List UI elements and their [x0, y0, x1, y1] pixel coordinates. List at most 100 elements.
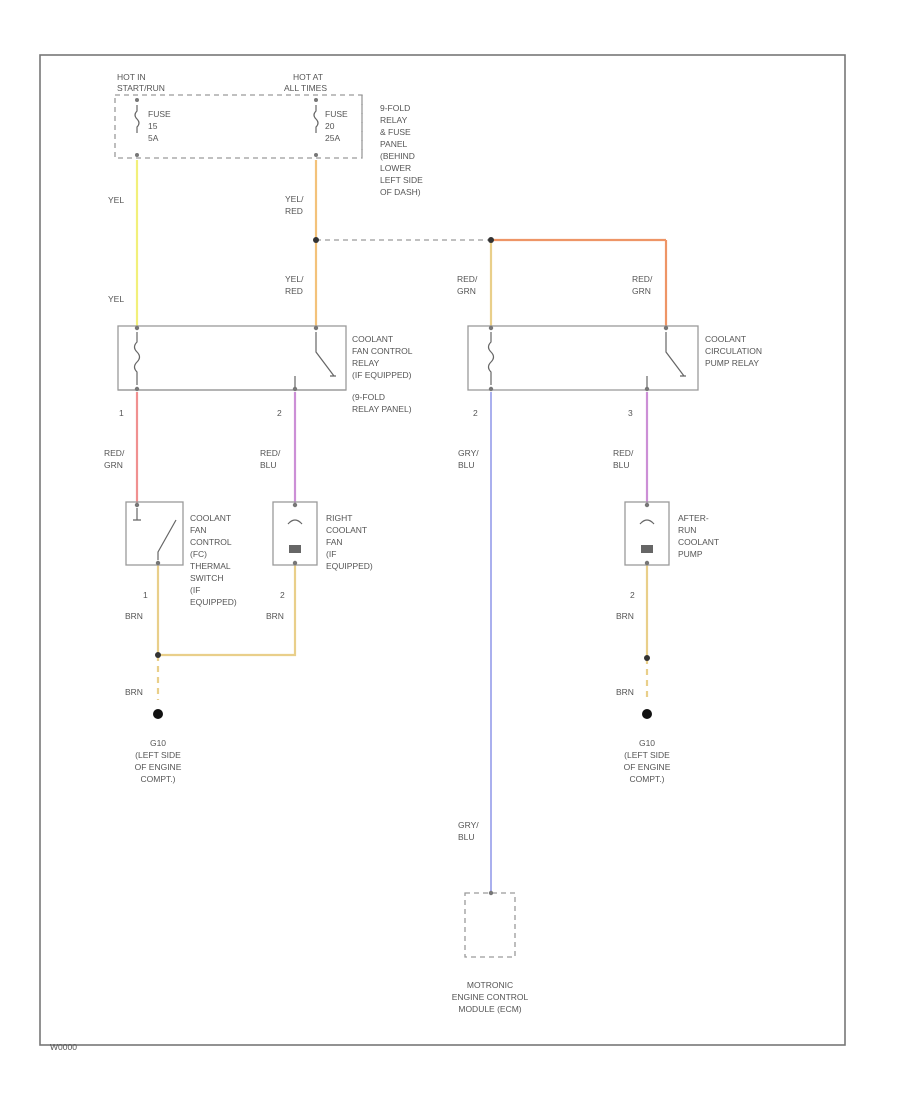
- svg-text:COOLANT: COOLANT: [352, 334, 393, 344]
- after-run-pump-box: [624, 501, 670, 566]
- svg-text:MOTRONIC: MOTRONIC: [467, 980, 513, 990]
- fuse-15-label-2: 15: [148, 121, 158, 131]
- svg-text:MODULE (ECM): MODULE (ECM): [458, 1004, 521, 1014]
- pin-fan-relay-2: 2: [277, 408, 282, 418]
- svg-text:EQUIPPED): EQUIPPED): [190, 597, 237, 607]
- pump-terminal-bottom: [644, 560, 650, 566]
- ecm-terminal: [488, 890, 494, 896]
- pump-relay-terminal-b: [488, 386, 494, 392]
- svg-text:COMPT.): COMPT.): [630, 774, 665, 784]
- pump-relay-terminal-d: [644, 386, 650, 392]
- wire-label-yel-red-2b: RED: [285, 286, 303, 296]
- frame-id: W0000: [50, 1042, 77, 1052]
- thermal-switch-box: [125, 501, 184, 566]
- svg-text:OF ENGINE: OF ENGINE: [135, 762, 182, 772]
- svg-text:LOWER: LOWER: [380, 163, 411, 173]
- svg-text:RELAY: RELAY: [352, 358, 380, 368]
- ground-right-label: G10 (LEFT SIDE OF ENGINE COMPT.): [624, 738, 671, 784]
- ground-left-label: G10 (LEFT SIDE OF ENGINE COMPT.): [135, 738, 182, 784]
- svg-text:FAN: FAN: [326, 537, 343, 547]
- svg-text:RUN: RUN: [678, 525, 696, 535]
- thermal-switch-contact: [133, 508, 177, 560]
- wire-label-yel-2: YEL: [108, 294, 124, 304]
- hot-at-all-times-line1: HOT AT: [293, 72, 323, 82]
- hot-in-start-run-line2: START/RUN: [117, 83, 165, 93]
- svg-text:PUMP: PUMP: [678, 549, 703, 559]
- svg-text:OF ENGINE: OF ENGINE: [624, 762, 671, 772]
- right-fan-terminal-bottom: [292, 560, 298, 566]
- svg-text:(IF: (IF: [190, 585, 200, 595]
- fuse-15-bottom-terminal: [135, 153, 139, 157]
- svg-text:RELAY: RELAY: [380, 115, 408, 125]
- thermal-switch-terminal-bottom: [155, 560, 161, 566]
- pin-thermal-1: 1: [143, 590, 148, 600]
- relay-panel-note: 9-FOLD RELAY & FUSE PANEL (BEHIND LOWER …: [380, 103, 423, 197]
- fan-relay-switch: [315, 332, 336, 377]
- svg-text:(IF: (IF: [326, 549, 336, 559]
- svg-text:COMPT.): COMPT.): [141, 774, 176, 784]
- wire-label-red-blu-pump-b: BLU: [613, 460, 630, 470]
- wire-label-yel-1: YEL: [108, 195, 124, 205]
- fan-relay-coil: [133, 332, 141, 385]
- pump-terminal-top: [644, 502, 650, 508]
- wire-brn-2: [158, 565, 297, 657]
- wire-label-gry-blu-2a: GRY/: [458, 820, 479, 830]
- pump-relay-switch: [665, 332, 686, 377]
- svg-text:(IF EQUIPPED): (IF EQUIPPED): [352, 370, 412, 380]
- svg-text:RELAY PANEL): RELAY PANEL): [352, 404, 412, 414]
- hot-in-start-run-line1: HOT IN: [117, 72, 146, 82]
- svg-text:OF DASH): OF DASH): [380, 187, 421, 197]
- ground-right-icon: [642, 709, 652, 719]
- pump-relay-coil: [487, 332, 495, 385]
- thermal-switch-terminal-top: [134, 502, 140, 508]
- fuse-15-label-3: 5A: [148, 133, 159, 143]
- svg-text:(LEFT SIDE: (LEFT SIDE: [135, 750, 181, 760]
- pump-motor-body: [641, 545, 653, 553]
- svg-text:COOLANT: COOLANT: [678, 537, 719, 547]
- pin-pump-relay-2: 2: [473, 408, 478, 418]
- pump-relay-terminal-a: [488, 325, 494, 331]
- pin-fan-2: 2: [280, 590, 285, 600]
- fan-relay-label: COOLANT FAN CONTROL RELAY (IF EQUIPPED) …: [352, 334, 413, 414]
- svg-text:EQUIPPED): EQUIPPED): [326, 561, 373, 571]
- right-coolant-fan-box: [272, 501, 318, 566]
- svg-text:SWITCH: SWITCH: [190, 573, 224, 583]
- svg-text:FAN: FAN: [190, 525, 207, 535]
- wire-label-yel-red-1b: RED: [285, 206, 303, 216]
- right-fan-terminal-top: [292, 502, 298, 508]
- wire-label-red-blu-fan-b: BLU: [260, 460, 277, 470]
- wire-label-red-grn-fan-a: RED/: [104, 448, 125, 458]
- right-fan-motor-body: [289, 545, 301, 553]
- svg-text:& FUSE: & FUSE: [380, 127, 411, 137]
- wire-label-brn-1: BRN: [125, 611, 143, 621]
- svg-text:ENGINE CONTROL: ENGINE CONTROL: [452, 992, 529, 1002]
- svg-text:G10: G10: [150, 738, 166, 748]
- svg-text:COOLANT: COOLANT: [705, 334, 746, 344]
- svg-text:(LEFT SIDE: (LEFT SIDE: [624, 750, 670, 760]
- fan-relay-terminal-d: [292, 386, 298, 392]
- wire-label-yel-red-2a: YEL/: [285, 274, 304, 284]
- fuse-15-symbol: [134, 105, 140, 133]
- svg-text:FAN CONTROL: FAN CONTROL: [352, 346, 413, 356]
- svg-text:COOLANT: COOLANT: [326, 525, 367, 535]
- pump-relay-label: COOLANT CIRCULATION PUMP RELAY: [705, 334, 762, 368]
- fuse-20-top-terminal: [314, 98, 318, 102]
- wire-label-gry-blu-1b: BLU: [458, 460, 475, 470]
- svg-text:RIGHT: RIGHT: [326, 513, 352, 523]
- pin-fan-relay-1: 1: [119, 408, 124, 418]
- wire-label-red-grn-fan-b: GRN: [104, 460, 123, 470]
- splice-node-left: [313, 237, 319, 243]
- fuse-20-label-1: FUSE: [325, 109, 348, 119]
- ecm-box: [464, 892, 516, 958]
- hot-at-all-times-line2: ALL TIMES: [284, 83, 327, 93]
- pump-relay-box: [467, 325, 699, 391]
- fuse-15-label-1: FUSE: [148, 109, 171, 119]
- svg-text:PUMP RELAY: PUMP RELAY: [705, 358, 759, 368]
- ground-splice-left: [155, 652, 161, 658]
- right-fan-motor-icon: [287, 519, 303, 525]
- wire-label-gry-blu-1a: GRY/: [458, 448, 479, 458]
- diagram-frame: [39, 54, 846, 1046]
- pump-motor-icon: [639, 519, 655, 525]
- wire-label-red-blu-fan-a: RED/: [260, 448, 281, 458]
